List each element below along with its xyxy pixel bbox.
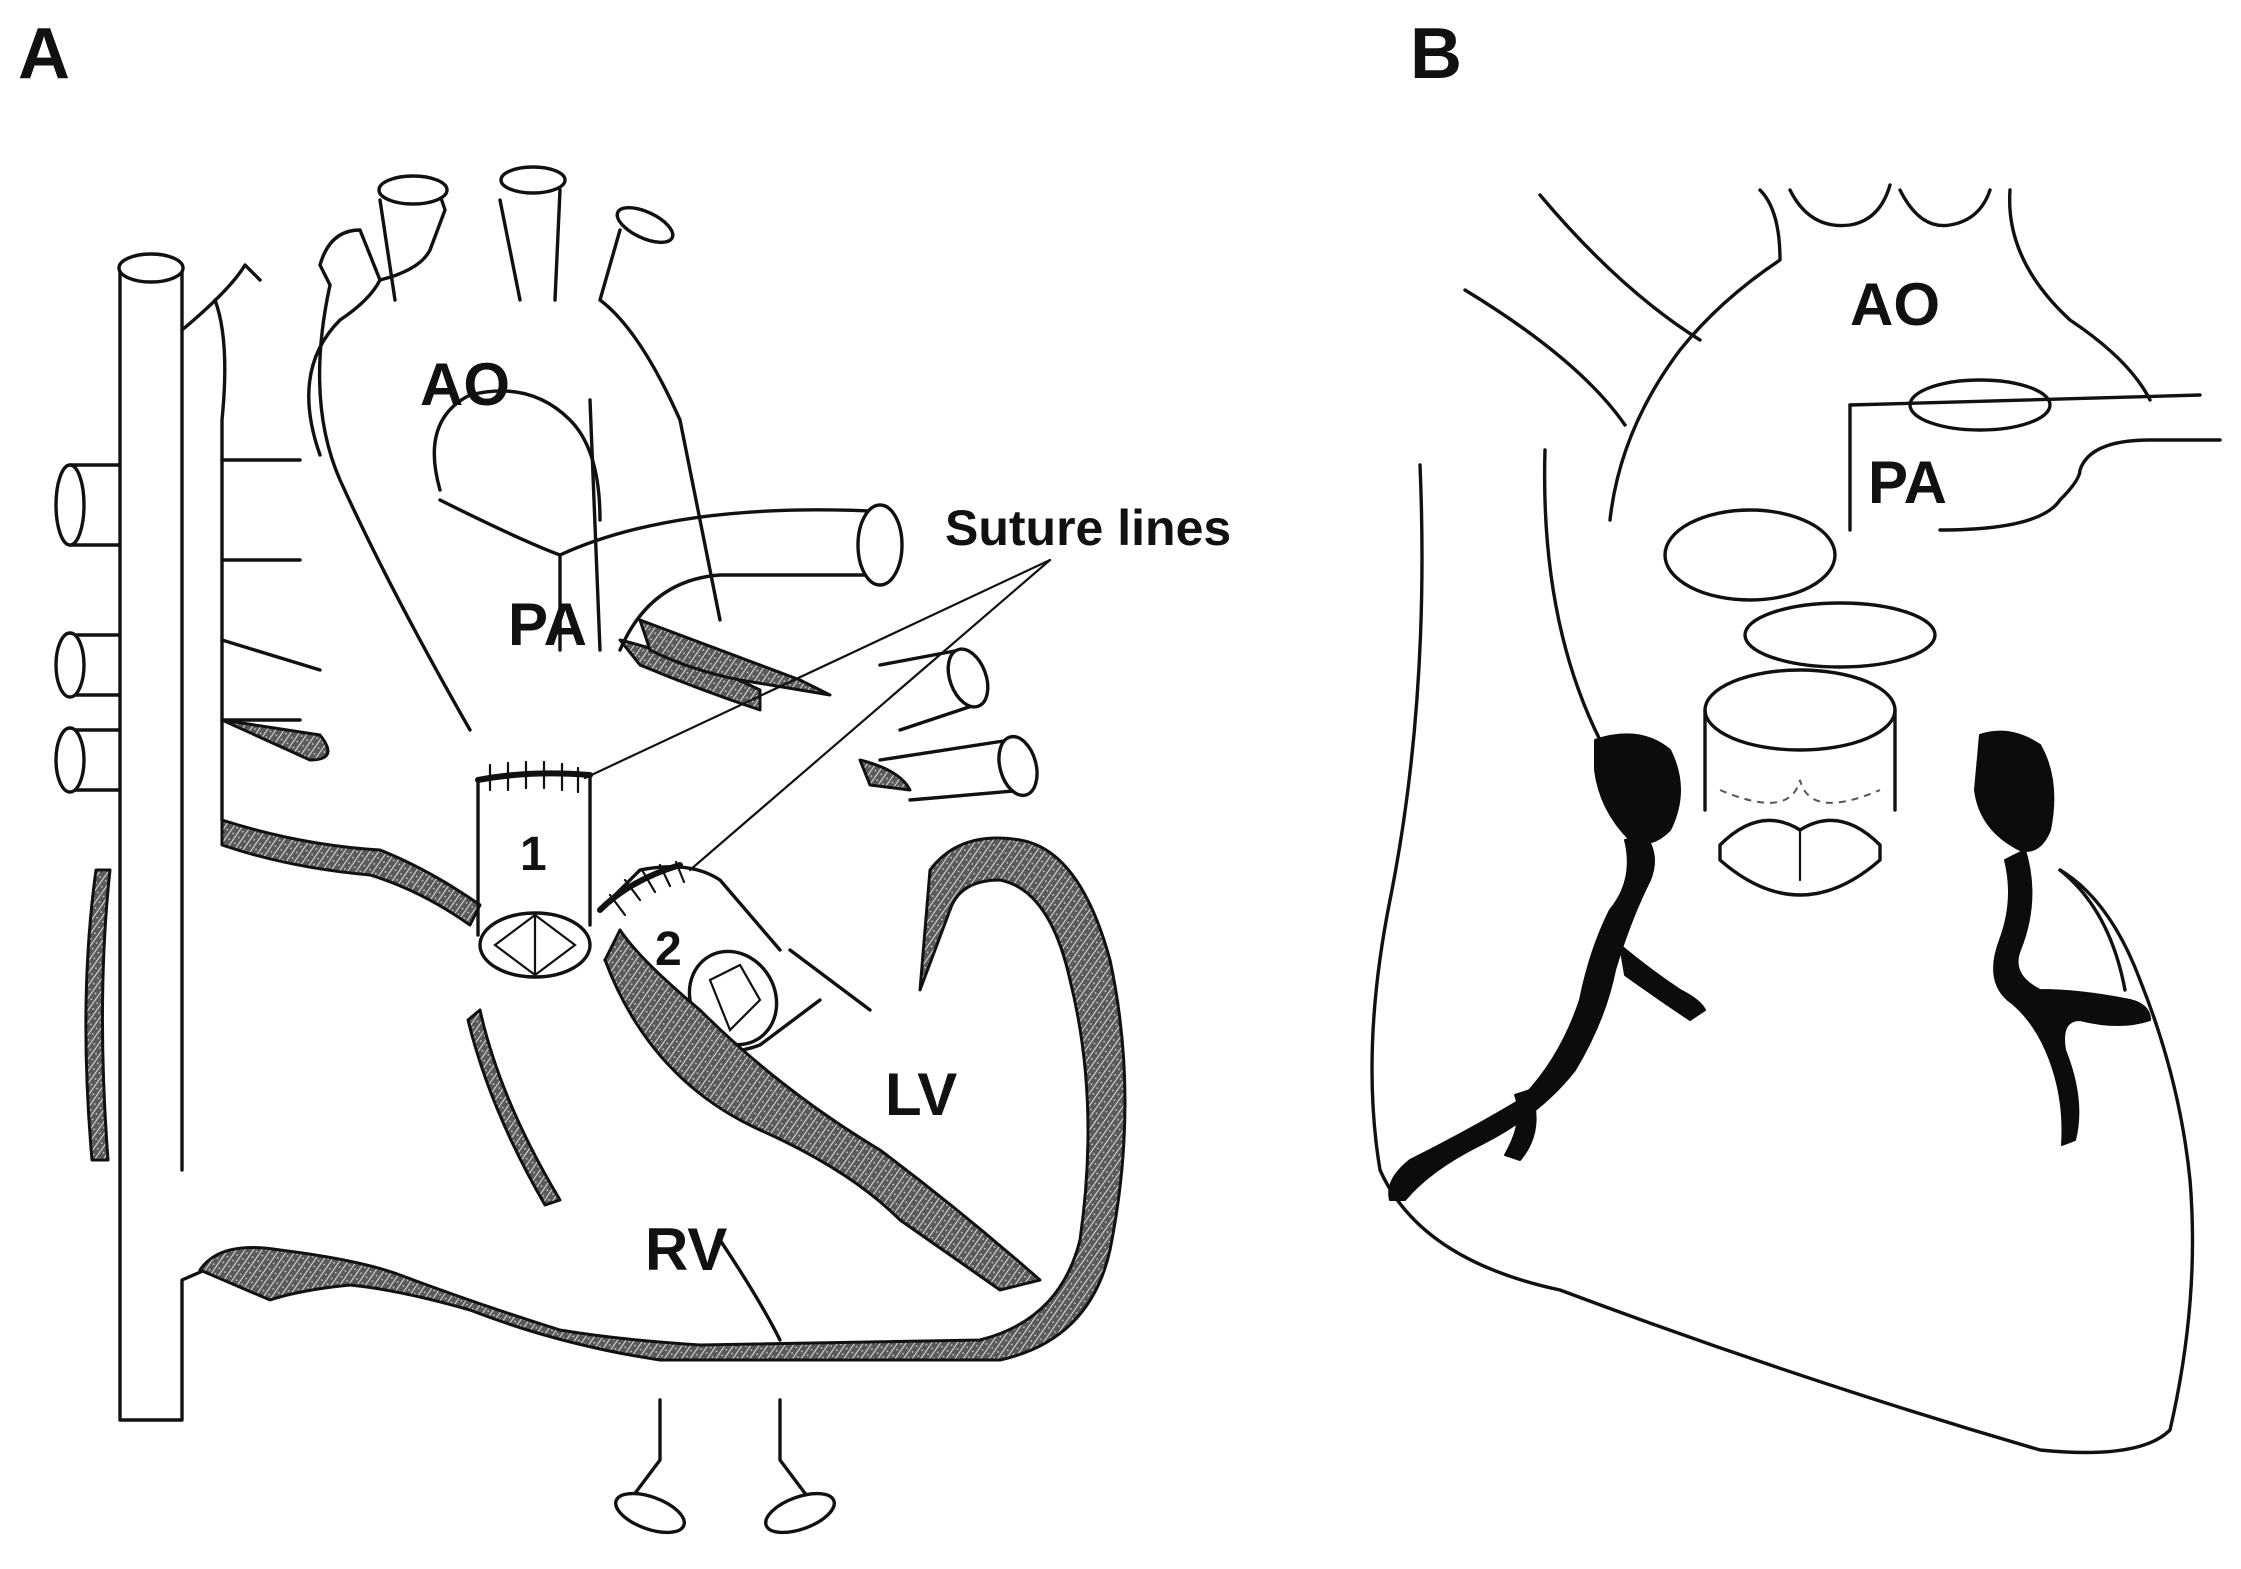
vena-cava — [54, 252, 207, 1422]
ventricles — [198, 836, 1127, 1362]
label-rv: RV — [645, 1216, 727, 1283]
panel-b-letter: B — [1410, 14, 1462, 94]
left-heart-edge — [1542, 448, 1602, 742]
left-ventricle-edge — [2058, 868, 2127, 992]
label-lv: LV — [885, 1061, 957, 1128]
panel-a-letter: A — [18, 14, 70, 94]
label-suture-lines: Suture lines — [945, 500, 1231, 556]
right-atrium — [180, 263, 482, 927]
pulmonary-artery — [438, 498, 1039, 802]
label-b-pa: PA — [1868, 449, 1947, 516]
label-pa: PA — [508, 591, 587, 658]
suture-callout-leaders — [583, 558, 1052, 872]
conduits — [475, 398, 872, 1054]
descending-vessel — [614, 1398, 836, 1535]
panel-b: B — [1370, 14, 2222, 1455]
panel-b-great-vessels — [1463, 183, 2222, 897]
label-conduit-1: 1 — [520, 828, 547, 881]
panel-a: A — [18, 14, 1231, 1535]
label-ao: AO — [420, 351, 510, 418]
coronary-arteries — [1388, 730, 2151, 1201]
heart-outline — [1370, 463, 2195, 1455]
label-conduit-2: 2 — [655, 923, 682, 976]
label-b-ao: AO — [1850, 271, 1940, 338]
